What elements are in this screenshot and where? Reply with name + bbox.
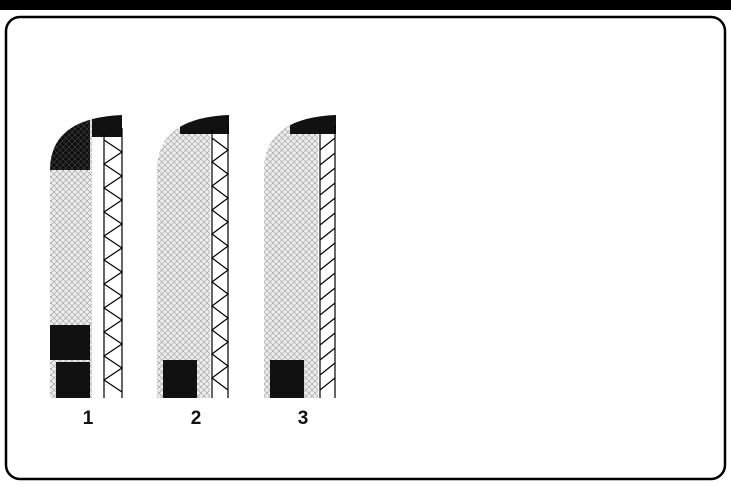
step-label-3: 3	[288, 408, 318, 430]
fabric-swatch-1	[50, 112, 122, 402]
step-label-2: 2	[181, 408, 211, 430]
step-label-1: 1	[73, 408, 103, 430]
header-bar	[0, 0, 731, 10]
fabric-swatch-3	[264, 112, 336, 402]
